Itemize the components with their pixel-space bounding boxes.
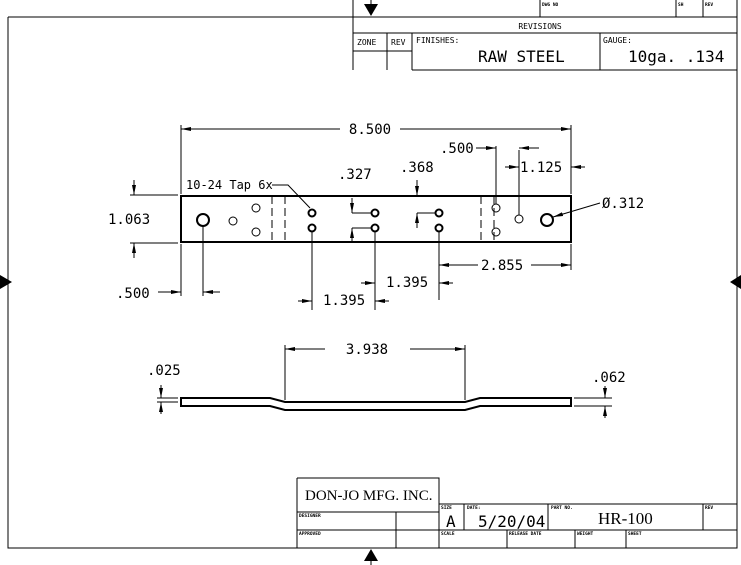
gauge-label: GAUGE: xyxy=(603,36,632,45)
dim-1395-lower: 1.395 xyxy=(323,293,365,309)
dim-1395-upper: 1.395 xyxy=(386,275,428,291)
weight-label: WEIGHT xyxy=(577,531,594,537)
mounting-hole xyxy=(196,213,210,227)
dim-2855: 2.855 xyxy=(481,258,523,274)
dim-368: .368 xyxy=(400,160,434,176)
company-name: DON-JO MFG. INC. xyxy=(305,488,433,504)
plate-outline xyxy=(180,195,572,243)
side-view: 3.938 .025 .062 xyxy=(147,342,626,418)
finishes-value: RAW STEEL xyxy=(478,47,565,66)
dim-overall-length: 8.500 xyxy=(349,122,391,138)
approved-label: APPROVED xyxy=(299,531,321,537)
tapped-hole xyxy=(307,208,317,218)
size-label: SIZE xyxy=(441,505,452,511)
part-no-label: PART NO. xyxy=(551,505,573,511)
dim-hole-diameter: Ø.312 xyxy=(602,196,644,212)
top-view: 8.500 1.063 10-24 Tap 6x .327 .368 .500 … xyxy=(108,122,644,310)
tap-note: 10-24 Tap 6x xyxy=(186,178,273,192)
title-block: DON-JO MFG. INC. DESIGNER APPROVED SIZE … xyxy=(296,477,738,549)
revision-block: DWG NO SH REV REVISIONS ZONE REV FINISHE… xyxy=(352,0,738,71)
rev-column-label: REV xyxy=(391,38,406,47)
dim-offset-depth: .025 xyxy=(147,363,181,379)
gauge-value: 10ga. .134 xyxy=(628,47,724,66)
designer-label: DESIGNER xyxy=(299,513,321,519)
center-mark-left-icon xyxy=(0,275,12,289)
release-date-label: RELEASE DATE xyxy=(509,531,542,537)
rev-label: REV xyxy=(705,505,713,511)
part-no-value: HR-100 xyxy=(598,509,653,528)
center-mark-top-icon xyxy=(364,4,378,16)
mounting-hole xyxy=(540,213,554,227)
dim-1125: 1.125 xyxy=(520,160,562,176)
sh-label: SH xyxy=(678,2,684,8)
revisions-title: REVISIONS xyxy=(518,22,562,31)
rev-label: REV xyxy=(705,2,713,8)
dim-width: 1.063 xyxy=(108,212,150,228)
sheet-label: SHEET xyxy=(628,531,642,537)
dwg-no-label: DWG NO xyxy=(542,2,559,8)
dim-327: .327 xyxy=(338,167,372,183)
zone-label: ZONE xyxy=(357,38,376,47)
size-value: A xyxy=(446,512,456,531)
dim-offset-length: 3.938 xyxy=(346,342,388,358)
center-mark-bottom-icon xyxy=(364,549,378,561)
dim-thickness: .062 xyxy=(592,370,626,386)
dim-500-left: .500 xyxy=(116,286,150,302)
date-value: 5/20/04 xyxy=(478,512,545,531)
scale-label: SCALE xyxy=(441,531,455,537)
finishes-label: FINISHES: xyxy=(416,36,459,45)
center-mark-right-icon xyxy=(730,275,741,289)
dim-500-right: .500 xyxy=(440,141,474,157)
date-label: DATE: xyxy=(467,505,481,511)
